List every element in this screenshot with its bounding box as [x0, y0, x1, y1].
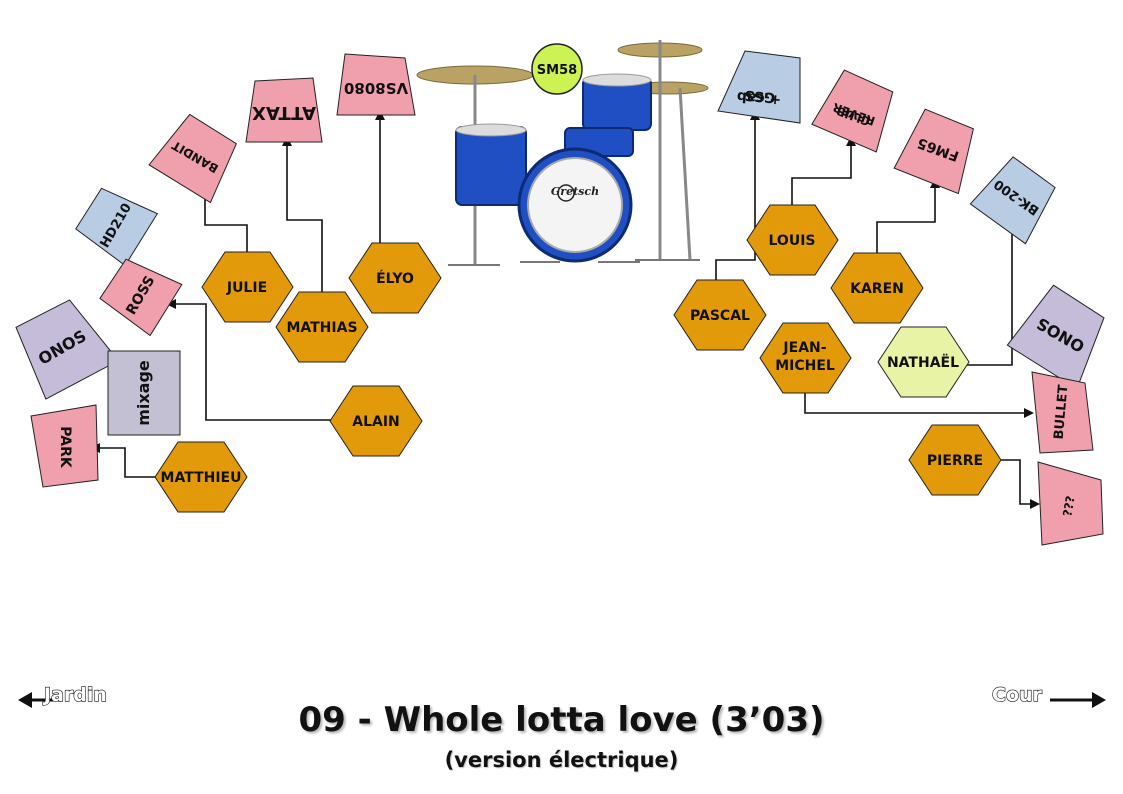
- svg-text:ÉLYO: ÉLYO: [376, 270, 414, 287]
- person-jean-michel: JEAN- MICHEL: [759, 322, 852, 394]
- drum-kit: Gretsch: [416, 40, 709, 266]
- svg-text:MICHEL: MICHEL: [775, 358, 835, 374]
- amp-hd210: HD210: [75, 187, 159, 267]
- svg-text:???: ???: [1060, 495, 1077, 518]
- amp-club-rever: REVER CLUB: [811, 69, 894, 153]
- svg-text:MATTHIEU: MATTHIEU: [161, 470, 242, 486]
- svg-text:ATTAX: ATTAX: [252, 102, 316, 123]
- amp-bk200: BK-200: [969, 156, 1056, 245]
- song-subtitle: (version électrique): [444, 748, 679, 772]
- svg-text:mixage: mixage: [134, 360, 153, 426]
- svg-text:ALAIN: ALAIN: [352, 414, 400, 430]
- person-elyo: ÉLYO: [348, 242, 442, 314]
- cour-arrow: [1050, 692, 1106, 708]
- song-title: 09 - Whole lotta love (3’03): [298, 700, 825, 740]
- amp-park: PARK: [30, 404, 99, 488]
- amp-ross: ROSS: [99, 258, 183, 337]
- mixage-desk: mixage: [107, 350, 181, 436]
- svg-text:JEAN-: JEAN-: [782, 340, 826, 356]
- jardin-arrow: [18, 692, 60, 708]
- amp-attax: ATTAX: [245, 77, 323, 143]
- svg-text:NATHAËL: NATHAËL: [887, 354, 959, 371]
- jardin-label: Jardin: [43, 683, 107, 706]
- sm58-label: SM58: [537, 63, 577, 78]
- amp-onos-left: ONOS: [15, 299, 120, 400]
- svg-text:BULLET: BULLET: [1052, 384, 1072, 440]
- person-matthieu: MATTHIEU: [154, 441, 248, 513]
- svg-text:VS8080: VS8080: [344, 79, 408, 97]
- person-nathael: NATHAËL: [877, 326, 970, 398]
- svg-text:JULIE: JULIE: [226, 280, 267, 296]
- svg-text:Gretsch: Gretsch: [551, 185, 599, 198]
- person-louis: LOUIS: [746, 204, 839, 276]
- amp-bullet: BULLET: [1031, 371, 1094, 454]
- svg-text:KAREN: KAREN: [850, 281, 904, 297]
- amp-onos-right: ONOS: [1006, 284, 1105, 390]
- cour-label: Cour: [991, 683, 1042, 706]
- svg-text:MATHIAS: MATHIAS: [286, 320, 357, 336]
- person-alain: ALAIN: [329, 385, 423, 457]
- amp-fm65: FM65: [893, 108, 974, 195]
- amp-bandit: BANDIT: [148, 113, 237, 204]
- amp-unknown: ???: [1037, 461, 1104, 546]
- person-pascal: PASCAL: [673, 279, 767, 351]
- amp-gss-cab: + cab GSS: [717, 50, 801, 124]
- person-karen: KAREN: [830, 252, 924, 324]
- svg-text:LOUIS: LOUIS: [769, 233, 816, 249]
- person-julie: JULIE: [201, 251, 294, 323]
- svg-text:+ cab: + cab: [736, 88, 782, 108]
- svg-text:PASCAL: PASCAL: [690, 308, 750, 324]
- connections: [90, 110, 1040, 509]
- person-pierre: PIERRE: [908, 424, 1002, 496]
- amp-vs8080: VS8080: [336, 53, 416, 116]
- sm58-mic: SM58: [531, 43, 583, 95]
- person-mathias: MATHIAS: [275, 291, 369, 363]
- svg-text:GSS: GSS: [744, 87, 776, 106]
- svg-text:PARK: PARK: [57, 426, 73, 469]
- svg-text:PIERRE: PIERRE: [927, 453, 983, 469]
